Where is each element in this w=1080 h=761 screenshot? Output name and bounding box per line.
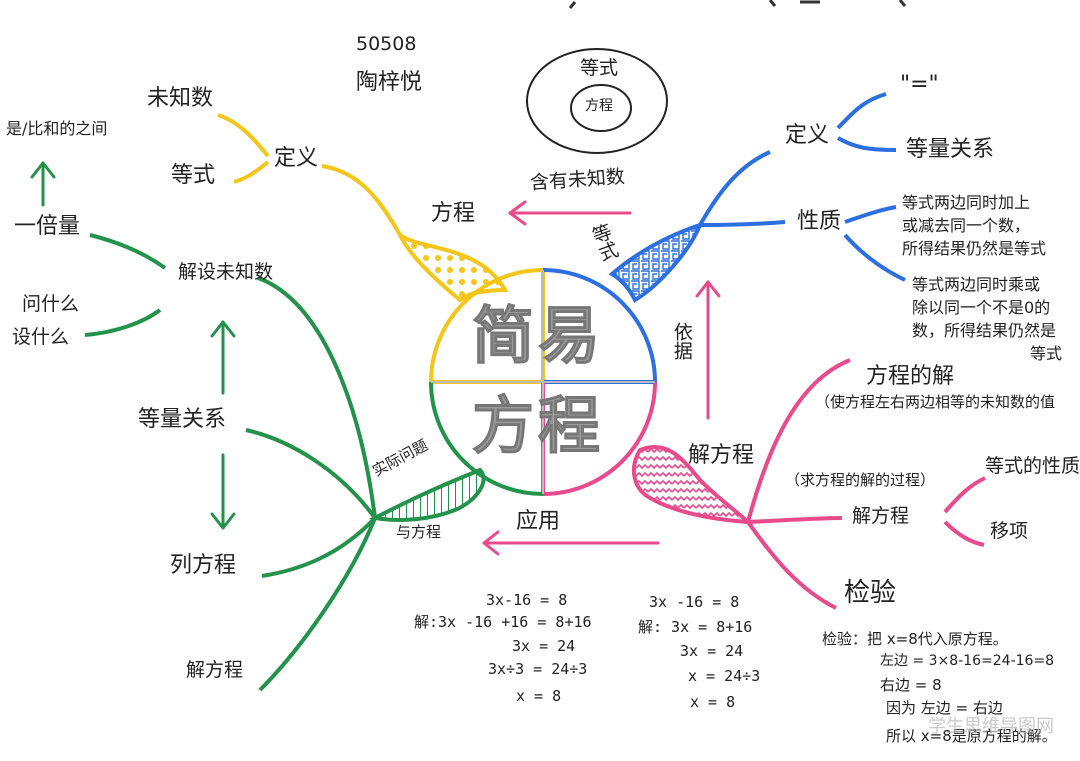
top-edge-scribble [568, 0, 907, 9]
quadrant-yellow [428, 267, 545, 384]
arrow-apply [482, 530, 660, 556]
example1-line-2: 解:3x -16 +16 = 8+16 [414, 613, 592, 631]
green-horn [368, 467, 486, 522]
pink-solution: 方程的解 [866, 364, 955, 389]
green-ask-2: 设什么 [12, 326, 70, 348]
blue-prop1-line2: 或减去同一个数， [902, 216, 1031, 235]
yellow-title: 方程 [431, 201, 476, 226]
example1-line-4: 3x÷3 = 24÷3 [488, 660, 588, 678]
green-relation: 等量关系 [138, 407, 227, 432]
blue-property: 性质 [797, 209, 842, 234]
center-circle [428, 267, 658, 497]
blue-def-relation: 等量关系 [906, 137, 995, 162]
blue-definition: 定义 [785, 123, 830, 148]
check-line-5: 所以 x=8是原方程的解。 [886, 727, 1057, 745]
green-assume: 解设未知数 [178, 261, 274, 283]
example2-line-2: 解: 3x = 8+16 [638, 618, 753, 636]
pink-horn [631, 444, 754, 525]
arrow-top [508, 200, 632, 226]
quadrant-blue [542, 268, 658, 384]
example2-line-1: 3x -16 = 8 [649, 593, 740, 611]
green-connector-2: 与方程 [396, 523, 442, 541]
center-title-line2: 方程 [471, 389, 605, 462]
blue-branch [608, 92, 906, 303]
watermark: 学生思维导图网 [928, 716, 1054, 737]
green-times: 一倍量 [14, 214, 81, 239]
inner-ellipse [570, 84, 632, 132]
apply-label: 应用 [516, 509, 561, 534]
check-line-3: 右边 = 8 [880, 676, 942, 694]
pink-branch [631, 358, 986, 610]
example1-line-1: 3x-16 = 8 [486, 591, 568, 609]
check-line-2: 左边 = 3×8-16=24-16=8 [880, 653, 1055, 669]
check-line-4: 因为 左边 = 右边 [886, 699, 1003, 717]
arrow-up-between [30, 161, 56, 207]
yellow-definition: 定义 [274, 146, 319, 171]
pink-check: 检验 [844, 578, 897, 608]
blue-prop2-line3: 数，所得结果仍然是 [912, 321, 1057, 340]
arrow-down-relation [210, 453, 236, 530]
blue-prop2-line4: 等式 [1030, 344, 1063, 363]
blue-prop1-line3: 所得结果仍然是等式 [902, 239, 1047, 258]
pink-process-note: （求方程的解的过程） [785, 471, 936, 489]
example1-line-3: 3x = 24 [512, 637, 576, 655]
outer-ellipse [526, 48, 668, 154]
pink-solution-note: （使方程左右两边相等的未知数的值 [815, 393, 1056, 411]
blue-def-quote: "=" [900, 72, 939, 97]
author-name: 陶梓悦 [356, 70, 423, 95]
green-between: 是/比和的之间 [6, 119, 108, 138]
green-ask-1: 问什么 [22, 293, 80, 315]
yellow-branch [217, 113, 509, 303]
pink-solve: 解方程 [852, 505, 910, 527]
pink-solve-transpose: 移项 [990, 520, 1029, 542]
basis-label: 依据 [670, 322, 693, 360]
nested-outer-label: 等式 [580, 57, 619, 79]
example2-line-4: x = 24÷3 [688, 667, 761, 685]
example1-line-5: x = 8 [516, 687, 562, 705]
arrow-up-relation [210, 320, 236, 395]
green-solve: 解方程 [186, 659, 244, 681]
blue-prop2-line1: 等式两边同时乘或 [912, 275, 1041, 294]
blue-prop2-line2: 除以同一个不是0的 [912, 298, 1051, 317]
example2-line-5: x = 8 [690, 693, 736, 711]
pink-title: 解方程 [688, 443, 755, 468]
yellow-horn [398, 233, 509, 303]
pink-solve-property: 等式的性质 [985, 455, 1080, 477]
check-line-1: 检验：把 x=8代入原方程。 [822, 630, 1008, 648]
nested-ellipse-diagram [526, 48, 668, 154]
quadrant-green [429, 381, 544, 496]
example2-line-3: 3x = 24 [680, 642, 744, 660]
arrow-basis [695, 280, 721, 420]
blue-prop1-line1: 等式两边同时加上 [902, 193, 1031, 212]
nested-inner-label: 方程 [585, 98, 613, 114]
quadrant-pink [541, 381, 657, 497]
green-list: 列方程 [170, 553, 237, 578]
green-branch [84, 233, 486, 692]
center-title-line1: 简易 [471, 299, 605, 372]
arrows [30, 161, 721, 556]
student-id: 50508 [356, 33, 417, 55]
yellow-equation: 等式 [171, 163, 216, 188]
blue-horn [608, 221, 704, 303]
yellow-unknown: 未知数 [147, 86, 214, 111]
